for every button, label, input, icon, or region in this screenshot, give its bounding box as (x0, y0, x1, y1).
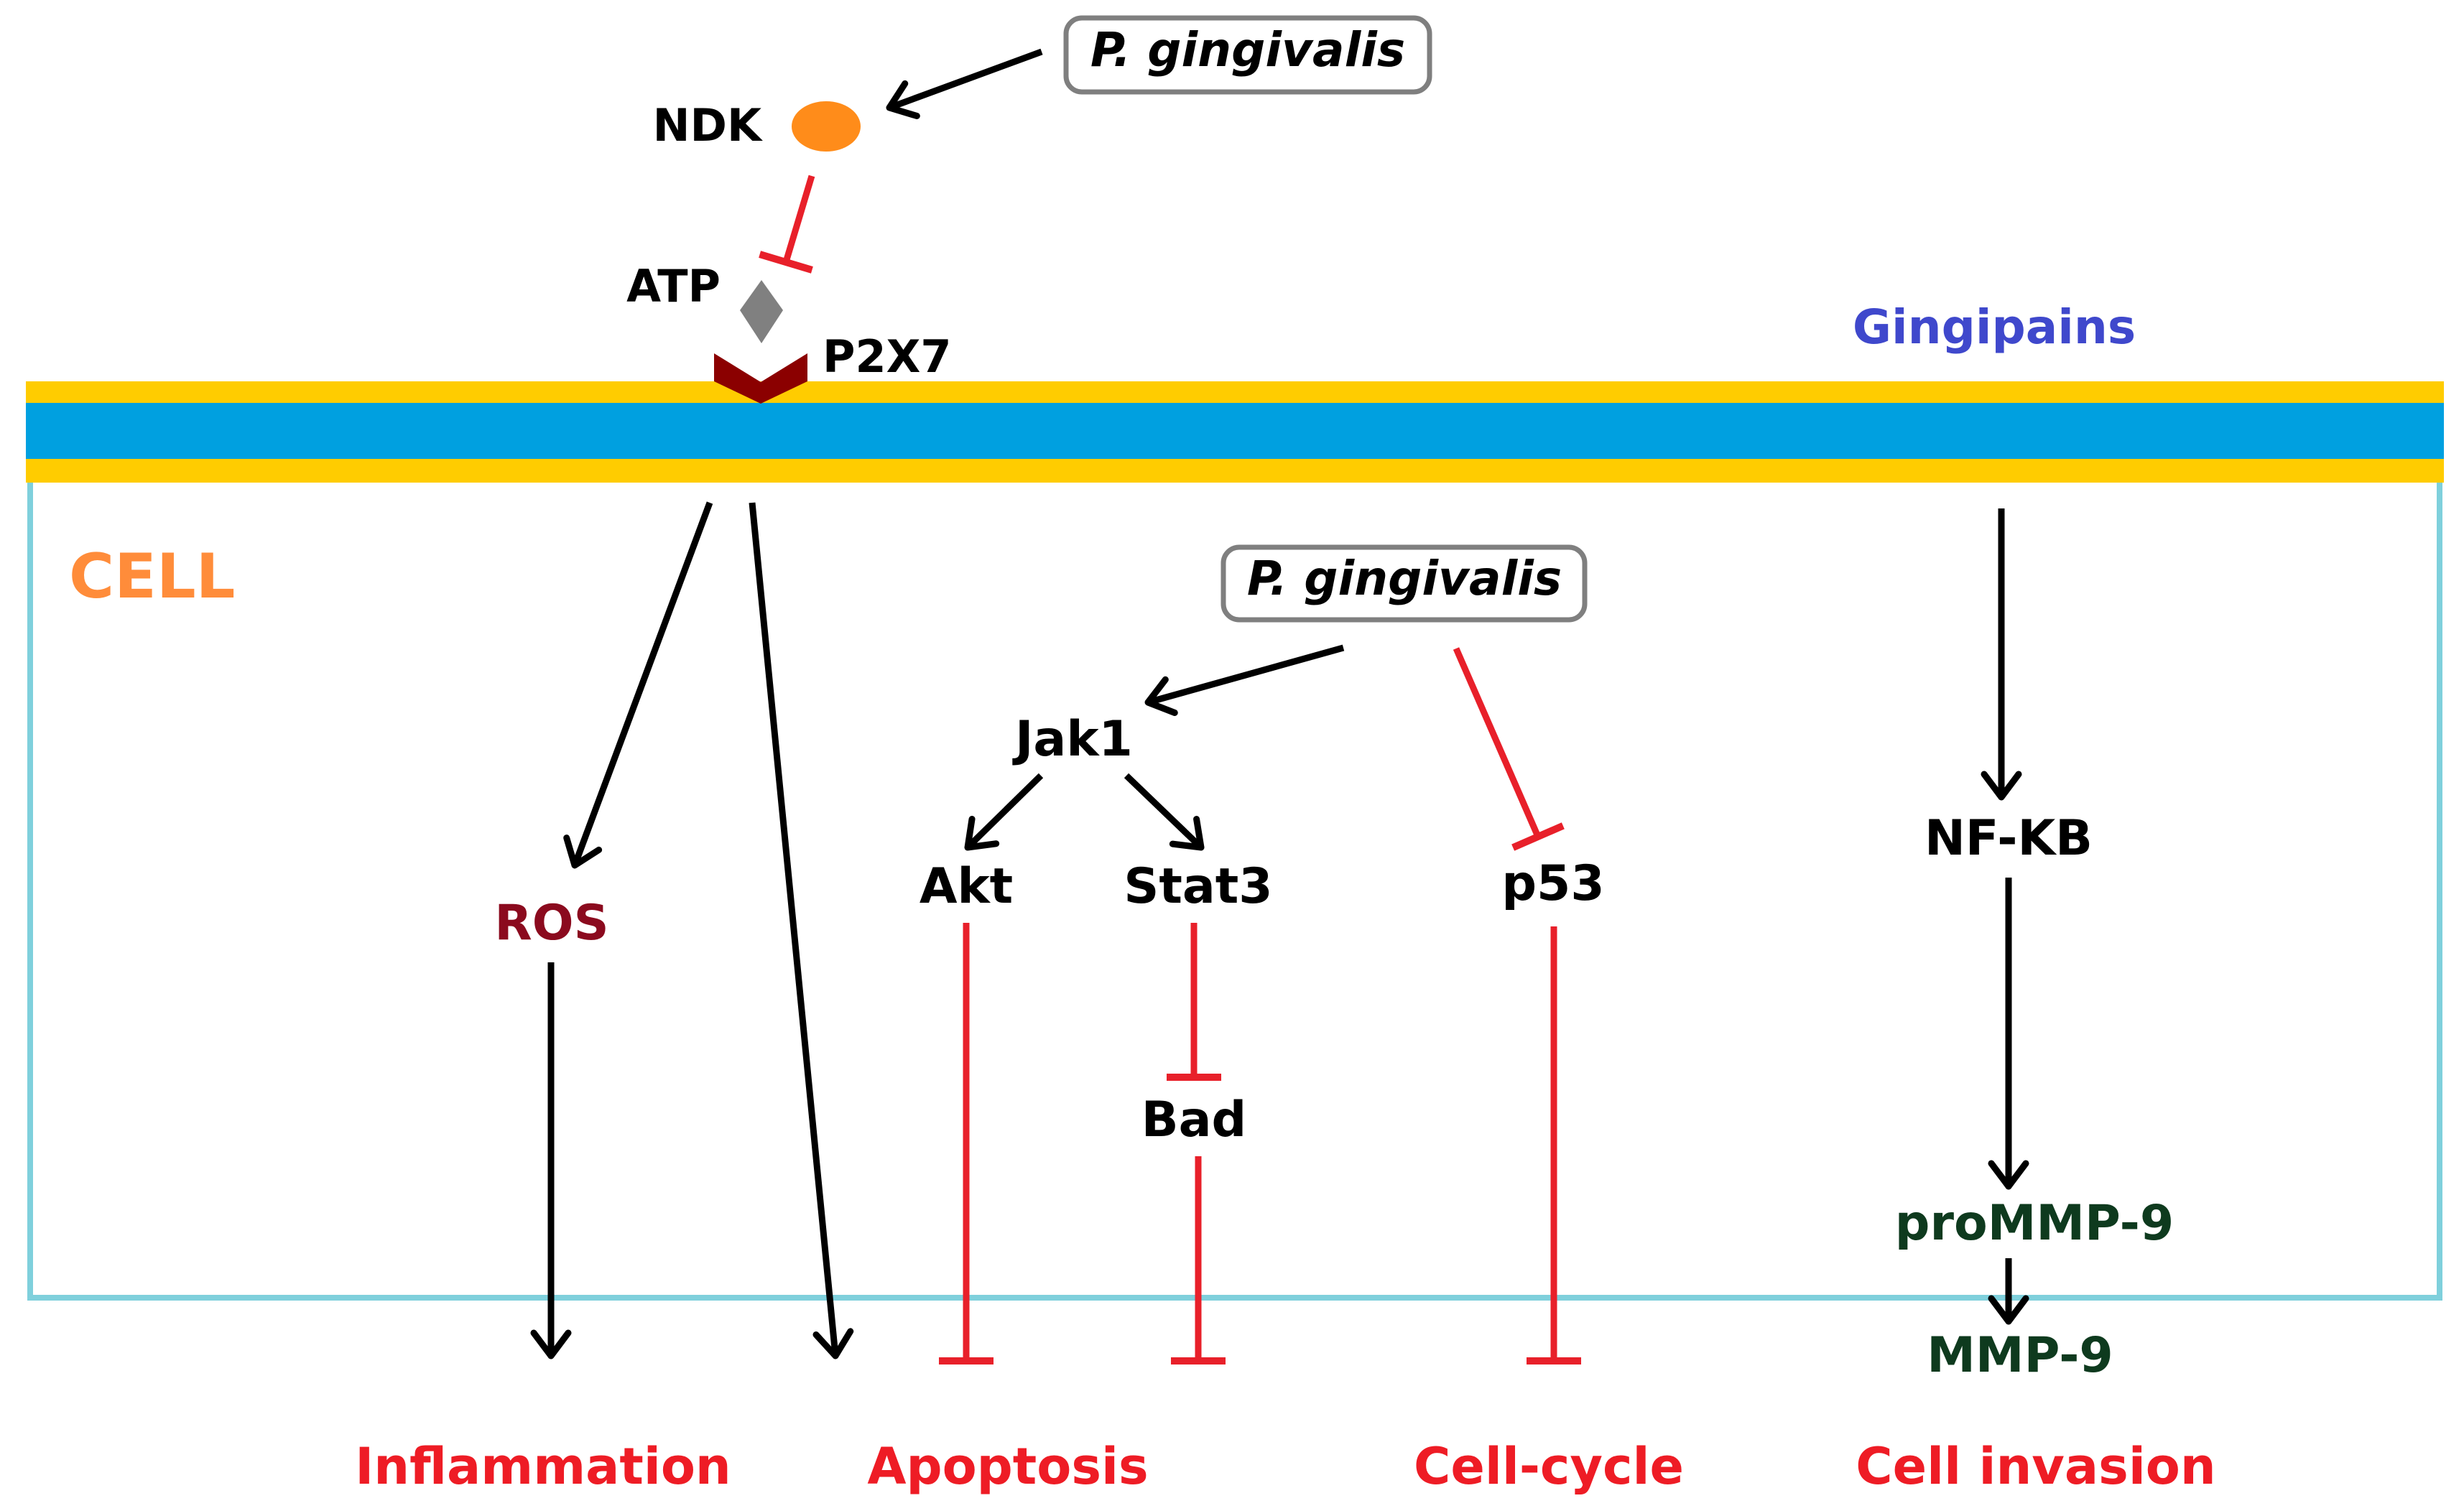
akt-label: Akt (920, 858, 1013, 915)
pg-top-box: P. gingivalis (1063, 15, 1432, 95)
nfkb-label: NF-KB (1925, 810, 2093, 867)
p53-label: p53 (1501, 855, 1604, 912)
p2x7-receptor-icon (714, 353, 807, 404)
outcome-inflammation: Inflammation (355, 1437, 731, 1496)
inhibit-ndk-atp (759, 175, 815, 274)
arrow-jak1-to-stat3 (1124, 773, 1205, 851)
outcome-cell-cycle: Cell-cycle (1414, 1437, 1684, 1496)
stat3-label: Stat3 (1124, 858, 1272, 915)
ndk-icon (792, 101, 861, 152)
jak1-label: Jak1 (1012, 711, 1133, 768)
atp-label: ATP (626, 260, 721, 312)
pg-top-label: P. gingivalis (1090, 22, 1405, 78)
p2x7-label: P2X7 (823, 330, 952, 383)
pg-inner-label: P. gingivalis (1247, 551, 1562, 606)
mmp9-label: MMP-9 (1927, 1327, 2113, 1384)
bad-label: Bad (1141, 1092, 1246, 1148)
inhibit-pg-p53 (1453, 647, 1565, 851)
ros-label: ROS (494, 895, 608, 952)
cell-membrane (26, 381, 2444, 483)
prommp9-label: proMMP-9 (1895, 1195, 2174, 1252)
pg-inner-box: P. gingivalis (1221, 544, 1588, 623)
gingipains-label: Gingipains (1853, 299, 2136, 355)
arrow-jak1-to-akt (964, 773, 1044, 851)
cell-label: CELL (69, 541, 235, 613)
outcome-apoptosis: Apoptosis (867, 1437, 1148, 1496)
arrow-pg-to-ndk (886, 48, 1043, 119)
ndk-label: NDK (653, 99, 763, 152)
arrow-pg-to-jak1 (1144, 644, 1345, 717)
outcome-cell-invasion: Cell invasion (1856, 1437, 2215, 1496)
arrow-p2x7-to-ros (563, 501, 713, 869)
atp-icon (740, 280, 783, 343)
arrow-p2x7-to-apoptosis (749, 502, 854, 1359)
